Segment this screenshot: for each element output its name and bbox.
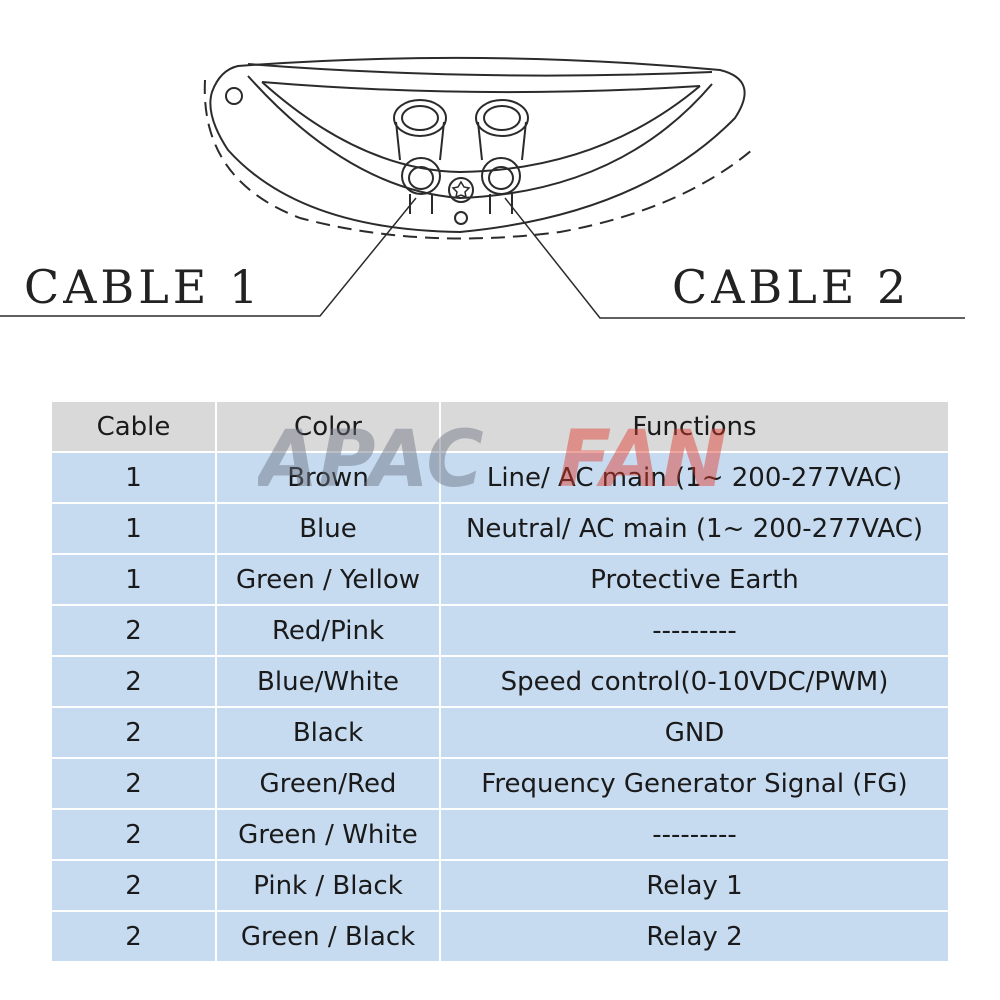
cell-color: Green / Black [216, 911, 441, 963]
cell-cable: 2 [52, 605, 217, 657]
cell-function: Relay 2 [440, 911, 948, 963]
inner-curve-1 [261, 81, 701, 174]
housing-outline [209, 56, 746, 234]
leader-line-cable-1 [0, 197, 417, 317]
header-functions: Functions [440, 402, 948, 453]
screw-star [451, 180, 471, 199]
cell-color: Green / Yellow [216, 554, 441, 606]
cell-cable: 2 [52, 758, 217, 810]
cell-function: Speed control(0-10VDC/PWM) [440, 656, 948, 708]
dashed-contour [203, 79, 753, 240]
cable-gland-1 [393, 99, 447, 214]
cell-cable: 2 [52, 656, 217, 708]
leader-line-cable-2 [504, 197, 965, 319]
cell-cable: 2 [52, 860, 217, 912]
cell-function: Protective Earth [440, 554, 948, 606]
cell-function: Frequency Generator Signal (FG) [440, 758, 948, 810]
cell-color: Brown [216, 452, 441, 504]
cell-cable: 2 [52, 707, 217, 759]
cell-cable: 2 [52, 809, 217, 861]
cell-function: Relay 1 [440, 860, 948, 912]
cell-color: Pink / Black [216, 860, 441, 912]
cell-color: Green / White [216, 809, 441, 861]
cell-color: Black [216, 707, 441, 759]
header-cable: Cable [52, 402, 217, 453]
cell-cable: 2 [52, 911, 217, 963]
screw-tab [454, 211, 468, 225]
table-header-row: Cable Color Functions [52, 402, 948, 453]
cell-cable: 1 [52, 503, 217, 555]
cell-function: Neutral/ AC main (1~ 200-277VAC) [440, 503, 948, 555]
inner-band-top [247, 63, 713, 77]
cell-color: Red/Pink [216, 605, 441, 657]
cell-function: GND [440, 707, 948, 759]
cell-function: Line/ AC main (1~ 200-277VAC) [440, 452, 948, 504]
cell-cable: 1 [52, 452, 217, 504]
header-color: Color [216, 402, 441, 453]
cell-function: --------- [440, 809, 948, 861]
cell-function: --------- [440, 605, 948, 657]
cable-exit-drawing [0, 56, 965, 319]
cell-cable: 1 [52, 554, 217, 606]
cell-color: Green/Red [216, 758, 441, 810]
cell-color: Blue [216, 503, 441, 555]
inner-band-top-2 [261, 81, 701, 94]
cable-gland-2 [475, 99, 529, 214]
cable-2-label: CABLE 2 [672, 260, 911, 314]
cable-1-label: CABLE 1 [24, 260, 263, 314]
mount-hole [225, 87, 243, 105]
cell-color: Blue/White [216, 656, 441, 708]
screw [448, 177, 474, 203]
inner-curve-2 [247, 75, 713, 200]
